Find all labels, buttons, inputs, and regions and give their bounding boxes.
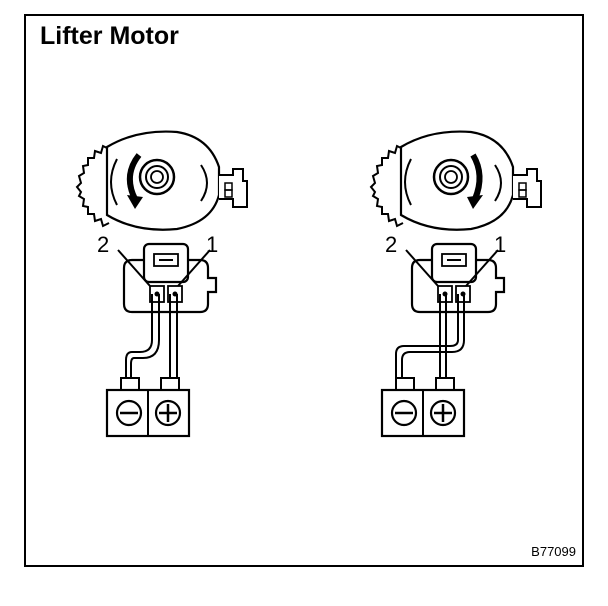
right-motor xyxy=(369,130,543,231)
left-wires xyxy=(125,294,178,380)
figure-code: B77099 xyxy=(531,544,576,559)
right-battery xyxy=(380,376,466,438)
right-pin-1-label: 1 xyxy=(494,232,506,257)
rotation-arrow-ccw xyxy=(126,153,142,201)
left-battery xyxy=(105,376,191,438)
arrow-head xyxy=(467,195,483,209)
page-title: Lifter Motor xyxy=(40,22,179,50)
left-pin-2-label: 2 xyxy=(97,232,109,257)
left-pin-1-label: 1 xyxy=(206,232,218,257)
arrow-head xyxy=(127,195,143,209)
right-wires xyxy=(395,294,465,380)
left-motor xyxy=(75,130,249,231)
rotation-arrow-cw xyxy=(470,153,483,201)
right-pin-2-label: 2 xyxy=(385,232,397,257)
